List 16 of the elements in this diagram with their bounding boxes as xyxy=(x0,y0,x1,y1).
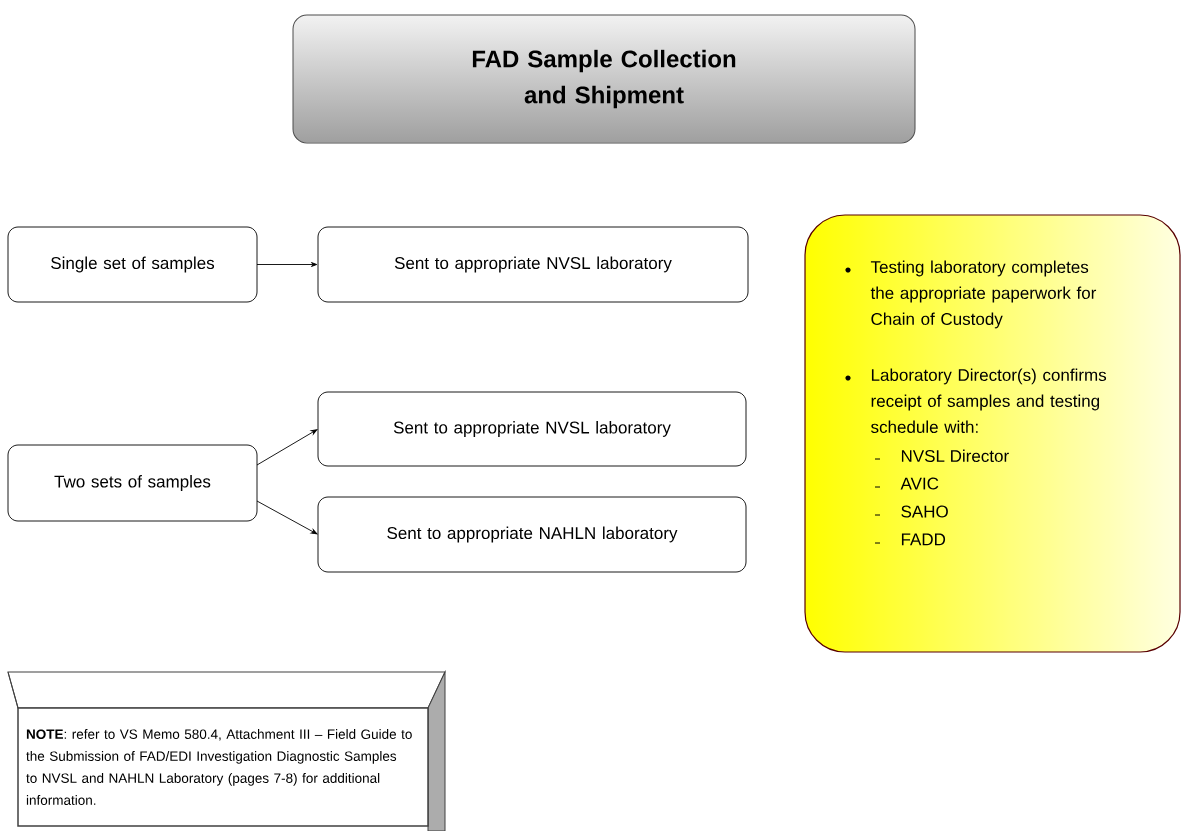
arrow xyxy=(256,500,318,535)
list-item: SAHO xyxy=(874,505,948,518)
title-box: FAD Sample Collection and Shipment xyxy=(292,14,916,144)
process-box: Sent to appropriate NVSL laboratory xyxy=(317,391,747,467)
process-box: Sent to appropriate NVSL laboratory xyxy=(317,226,749,303)
bullet-item: Testing laboratory completes the appropriate paperwork for Chain of Custody xyxy=(845,260,1097,329)
process-box: Single set of samples xyxy=(7,226,258,303)
bullet-item: Laboratory Director(s) confirms receipt of samples and testing schedule with: xyxy=(845,368,1107,434)
bevel-note-box: NOTE: refer to VS Memo 580.4, Attachment III – Field Guide to the Submission of FAD/EDI Investigation Diagnostic Samples to NVSL and NAHLN Laboratory (pages 7-8) for additional information. xyxy=(7,671,446,831)
process-box: Two sets of samples xyxy=(7,444,258,522)
list-item: AVIC xyxy=(874,477,939,490)
arrow xyxy=(256,429,318,466)
list-item: NVSL Director xyxy=(874,449,1009,463)
arrow xyxy=(256,262,318,267)
process-box: Sent to appropriate NAHLN laboratory xyxy=(317,496,747,573)
list-item: FADD xyxy=(874,533,946,546)
